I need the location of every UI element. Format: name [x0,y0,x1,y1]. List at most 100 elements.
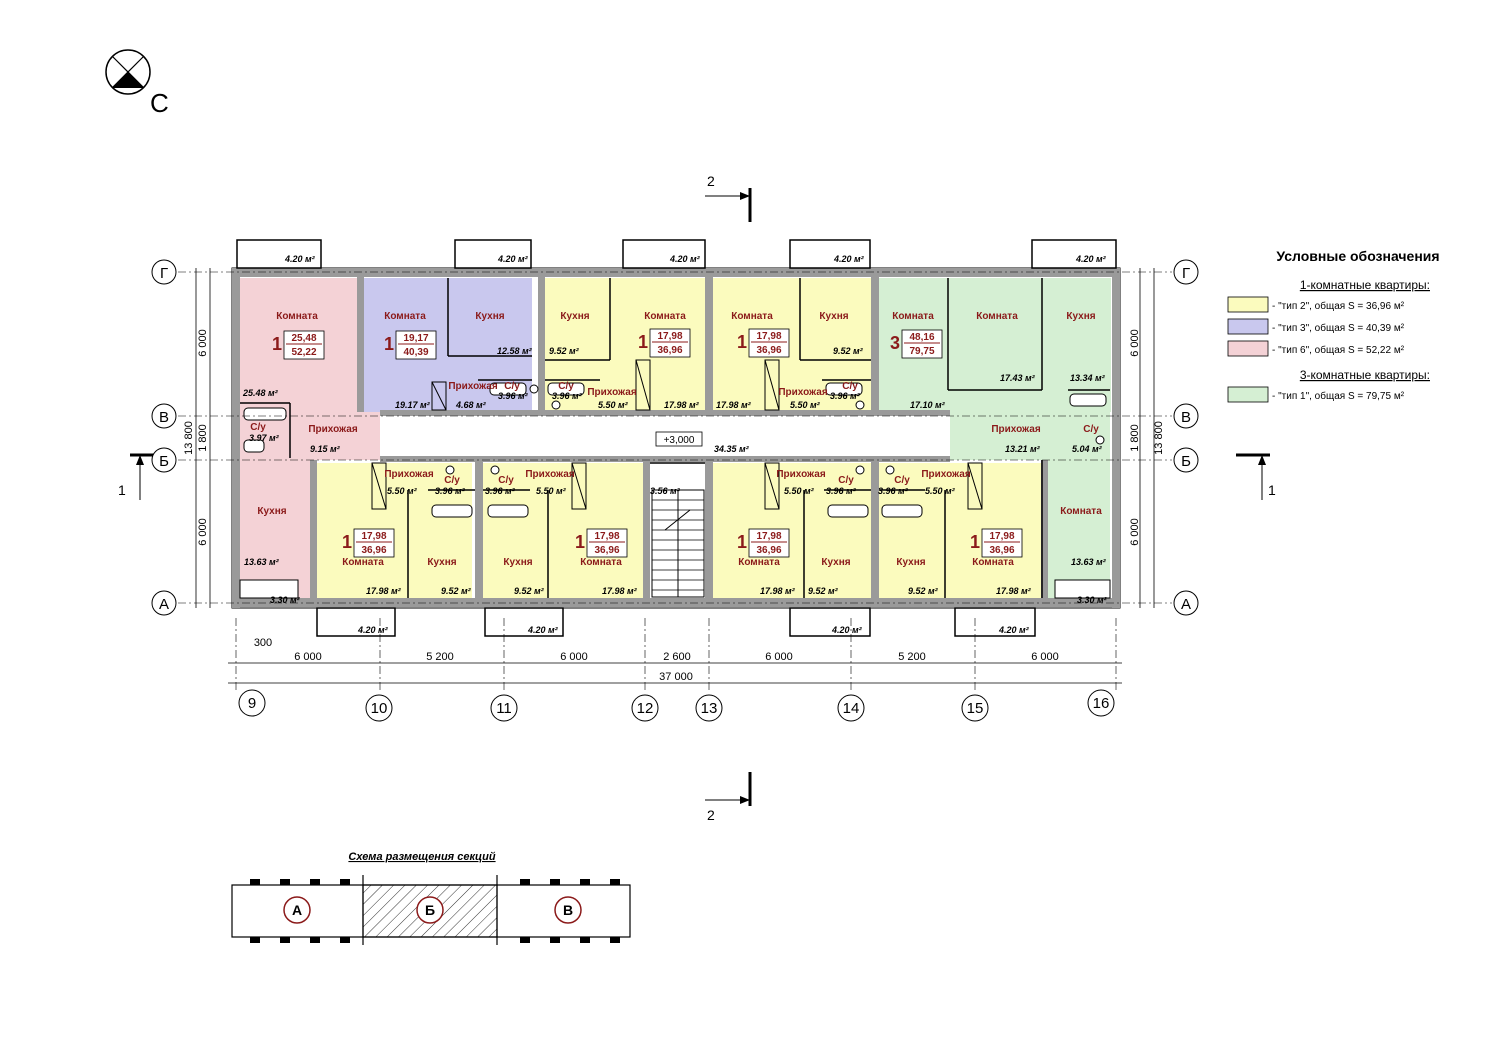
room-label: Кухня [475,311,504,322]
room-label: Комната [976,311,1018,322]
area-label: 9.52 м² [549,346,580,356]
room-label: Кухня [1066,311,1095,322]
area-label: 19.17 м² [395,400,431,410]
room-label: С/у [558,381,574,392]
area-label: 9.52 м² [514,586,545,596]
wall [538,277,545,412]
axis-label: В [1181,409,1191,426]
area-label: 3.96 м² [552,391,583,401]
room-label: С/у [894,475,910,486]
section-mark-1-right: 1 [1236,453,1276,500]
room-label: Прихожая [448,381,498,392]
room-label: Комната [276,311,318,322]
axis-label: Б [159,453,169,470]
room-label: Прихожая [991,424,1041,435]
legend-swatch [1227,340,1269,357]
room-label: Кухня [819,311,848,322]
area-label: 9.52 м² [908,586,939,596]
section-label: 2 [707,807,715,823]
apt-total-area: 40,39 [403,347,428,358]
area-label: 13.34 м² [1070,373,1106,383]
wall [871,460,879,599]
room-label: С/у [250,422,266,433]
loggia [239,579,1111,599]
apt-rooms: 1 [638,332,648,352]
legend-swatch [1227,318,1269,335]
area-label: 4.20 м² [833,254,865,264]
dimension: 5 200 [426,651,454,663]
scheme-section-b: Б [425,902,435,918]
apt-type1-hall [950,410,1110,460]
balconies [236,239,1117,637]
apt-living-area: 25,48 [291,333,316,344]
legend-title: Условные обозначения [1276,248,1439,264]
apartment-badge: 1 17,98 36,96 [575,528,628,558]
apt-living-area: 17,98 [989,531,1014,542]
apartment-badge: 1 17,98 36,96 [342,528,395,558]
apt-rooms: 1 [575,532,585,552]
scheme-section-v: В [563,902,573,918]
wall [705,277,713,412]
area-label: 9.52 м² [441,586,472,596]
area-label: 5.04 м² [1072,444,1103,454]
dimension-lines [195,268,1155,684]
area-label: 4.20 м² [284,254,316,264]
area-label: 4.20 м² [497,254,529,264]
dimension: 6 000 [197,329,209,357]
area-label: 5.50 м² [790,400,821,410]
room-label: Комната [644,311,686,322]
apt-type2-bottom-a [317,463,472,599]
axis-lines [178,271,1172,690]
area-label: 4.20 м² [1075,254,1107,264]
dimension: 2 600 [663,651,691,663]
room-label: Кухня [560,311,589,322]
area-label: 3.96 м² [826,486,857,496]
apt-rooms: 1 [384,334,394,354]
dimension: 6 000 [765,651,793,663]
apt-total-area: 52,22 [291,347,316,358]
area-label: 5.50 м² [925,486,956,496]
dimension: 5 200 [898,651,926,663]
area-label: 4.20 м² [357,625,389,635]
apartment-badge: 1 17,98 36,96 [970,528,1023,558]
area-label: 3.96 м² [498,391,529,401]
apt-living-area: 17,98 [756,531,781,542]
area-label: 17.98 м² [716,400,752,410]
axis-label: 15 [967,700,984,717]
wardrobe-icon [371,359,983,510]
legend-swatch [1227,296,1269,313]
toilet-icon [445,384,1105,475]
axis-label: 14 [843,700,860,717]
area-label: 9.52 м² [833,346,864,356]
apt-rooms: 1 [737,332,747,352]
apt-living-area: 19,17 [403,333,428,344]
room-label: Комната [384,311,426,322]
apartment-badge: 1 17,98 36,96 [638,328,691,358]
row-axis-markers-right [1173,259,1199,616]
apt-living-area: 17,98 [594,531,619,542]
area-label: 17.98 м² [760,586,796,596]
room-label: Комната [972,557,1014,568]
section-label: 1 [1268,482,1276,498]
room-label: Прихожая [778,387,828,398]
wall [475,460,483,599]
area-label: 3.30 м² [270,595,301,605]
area-label: 25.48 м² [242,388,279,398]
apt-total-area: 79,75 [909,346,934,357]
area-label: 3.30 м² [1077,595,1108,605]
axis-label: 16 [1093,695,1110,712]
wall [380,456,950,462]
dimension: 6 000 [1129,518,1141,546]
dimension: 6 000 [560,651,588,663]
level-value: +3,000 [664,435,695,446]
area-label: 3.56 м² [650,486,681,496]
wall [310,460,317,599]
room-label: Кухня [896,557,925,568]
dimension: 6 000 [1031,651,1059,663]
area-label: 17.98 м² [366,586,402,596]
area-label: 5.50 м² [387,486,418,496]
room-label: Комната [892,311,934,322]
axis-label: А [1181,596,1191,613]
axis-label: 13 [701,700,718,717]
dimension: 37 000 [659,671,693,683]
